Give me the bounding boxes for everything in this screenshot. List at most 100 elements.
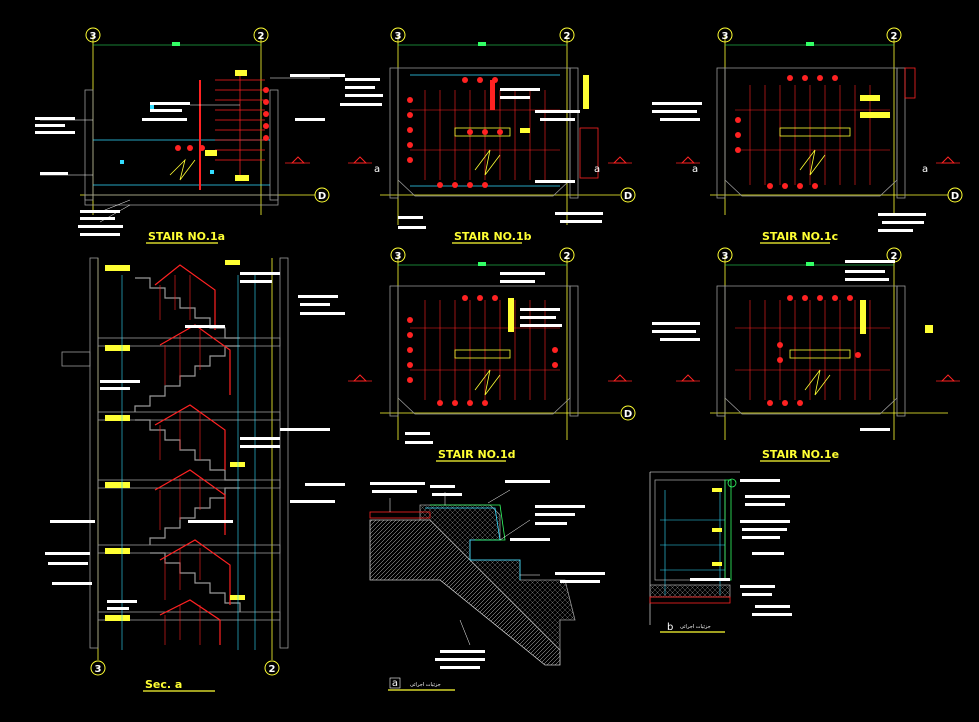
annotation-text bbox=[652, 260, 895, 431]
handrails bbox=[154, 264, 231, 645]
stair-plan-1a: 3 2 D bbox=[35, 27, 345, 244]
detail-caption: جزئیات اجرائی bbox=[410, 682, 441, 688]
wall bbox=[84, 89, 94, 201]
landing-rail bbox=[779, 127, 851, 137]
tag bbox=[860, 112, 890, 118]
tag bbox=[520, 128, 530, 133]
wall bbox=[569, 285, 579, 417]
wall bbox=[84, 194, 279, 206]
section-mark-label: a bbox=[374, 164, 380, 175]
break-line bbox=[799, 149, 826, 176]
detail-caption: جزئیات اجرائی bbox=[680, 624, 711, 630]
grid-bubble bbox=[90, 660, 106, 676]
tag bbox=[860, 300, 866, 334]
grid-bubble-label: 3 bbox=[722, 31, 729, 42]
section-mark-label: a bbox=[922, 164, 928, 175]
floor-slabs bbox=[97, 337, 281, 621]
dimension-tag bbox=[478, 262, 486, 266]
grid-bubble-label: 2 bbox=[564, 31, 571, 42]
grid-bubble bbox=[620, 187, 636, 203]
adjacent-room bbox=[579, 127, 599, 179]
grid-bubble bbox=[717, 247, 733, 263]
grid-bubble-label: 2 bbox=[891, 31, 898, 42]
grid-bubble bbox=[559, 247, 575, 263]
grid-bubble bbox=[264, 660, 280, 676]
annotation-text bbox=[35, 74, 345, 236]
grid-bubble-label: 3 bbox=[395, 31, 402, 42]
detail-b: b جزئیات اجرائی bbox=[649, 471, 792, 633]
tag bbox=[508, 298, 514, 332]
landing-beam bbox=[61, 351, 91, 367]
grid-bubble-label: 3 bbox=[90, 31, 97, 42]
dimension-tag bbox=[806, 42, 814, 46]
dimension-lines bbox=[660, 490, 725, 595]
drawing-title: STAIR NO.1e bbox=[762, 448, 839, 461]
grid-bubble bbox=[253, 27, 269, 43]
wall bbox=[279, 257, 289, 649]
handrail-profile bbox=[727, 478, 737, 488]
drawing-title: STAIR NO.1a bbox=[148, 230, 225, 243]
grid-bubble bbox=[390, 27, 406, 43]
grid-bubble-label: D bbox=[624, 191, 632, 202]
landing-rail bbox=[789, 349, 851, 359]
tag bbox=[860, 95, 880, 101]
grid-bubble bbox=[886, 27, 902, 43]
annotation-text bbox=[370, 480, 605, 669]
break-line bbox=[804, 369, 831, 396]
break-line bbox=[474, 149, 501, 176]
grid-bubble bbox=[620, 405, 636, 421]
section-mark-label: a bbox=[594, 164, 600, 175]
slab bbox=[649, 584, 731, 598]
grid-bubble bbox=[390, 247, 406, 263]
dimension-tag bbox=[478, 42, 486, 46]
tags bbox=[712, 488, 722, 566]
wall bbox=[716, 285, 726, 417]
drawing-title: Sec. a bbox=[145, 678, 182, 691]
section-a: 3 2 bbox=[45, 257, 345, 692]
grid-bubble-label: 2 bbox=[258, 31, 265, 42]
balusters bbox=[159, 275, 201, 645]
stair-plan-1c: 3 2 D a a ST bbox=[652, 27, 963, 244]
landing-rail bbox=[454, 349, 511, 359]
detail-a: a جزئیات اجرائی bbox=[369, 480, 605, 691]
grid-bubble bbox=[85, 27, 101, 43]
wall bbox=[896, 285, 906, 417]
balusters bbox=[407, 295, 558, 406]
grid-bubble-label: D bbox=[624, 409, 632, 420]
tag bbox=[925, 325, 933, 333]
break-line bbox=[474, 369, 501, 396]
leader-lines bbox=[389, 489, 540, 646]
stair-plan-1b: 3 2 D a a bbox=[340, 27, 636, 244]
grid-bubble-label: D bbox=[318, 191, 326, 202]
wall bbox=[389, 285, 399, 417]
drawing-title: STAIR NO.1b bbox=[454, 230, 532, 243]
balusters bbox=[735, 75, 838, 189]
grid-bubble-label: 2 bbox=[564, 251, 571, 262]
stair-plan-1e: 3 2 STAIR NO.1e bbox=[652, 247, 960, 462]
dimension-tag bbox=[172, 42, 180, 46]
tag bbox=[583, 75, 589, 109]
detail-number: a bbox=[392, 678, 398, 689]
annotation-text bbox=[690, 479, 792, 616]
landing-rail bbox=[454, 127, 511, 137]
annotation-text bbox=[652, 102, 926, 232]
grid-bubble bbox=[717, 27, 733, 43]
grid-bubble-label: 3 bbox=[722, 251, 729, 262]
grid-bubble-label: 3 bbox=[395, 251, 402, 262]
stair-treads bbox=[215, 75, 265, 175]
grid-bubble-label: D bbox=[951, 191, 959, 202]
wall bbox=[89, 257, 99, 649]
finish-layer bbox=[369, 511, 431, 519]
grid-bubble-label: 3 bbox=[95, 664, 102, 675]
section-mark-label: a bbox=[692, 164, 698, 175]
detail-number: b bbox=[667, 622, 673, 633]
adjacent-room bbox=[904, 67, 916, 99]
stone-tread bbox=[419, 504, 576, 651]
tag bbox=[235, 175, 249, 181]
annotation-text bbox=[405, 272, 562, 444]
step-profile bbox=[425, 507, 521, 580]
balusters bbox=[767, 295, 861, 406]
balusters bbox=[407, 77, 503, 188]
tag bbox=[205, 150, 217, 156]
